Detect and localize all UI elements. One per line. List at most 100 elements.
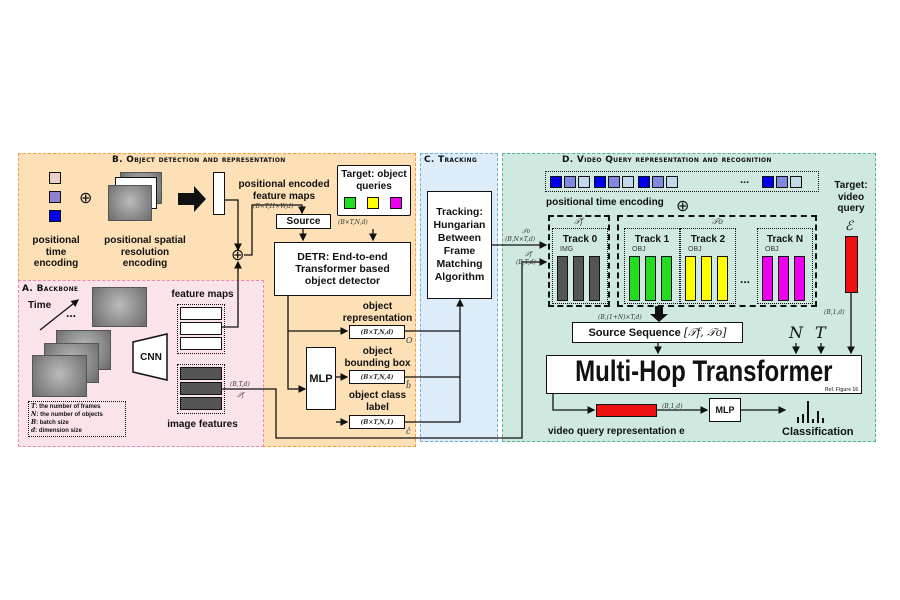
target-video-query-symbol: ℰ [845,219,853,234]
transformer-ref: Ref. Figure 16 [824,387,858,393]
track-feature-bar [762,256,773,301]
legend-row: T: the number of frames [31,403,101,410]
to-group-symbol: 𝒯o [712,217,723,226]
cnn-trapezoid [132,333,168,381]
object-representation-symbol: O [406,336,413,345]
track-feature-bar [557,256,568,301]
target-video-query-bar [845,236,858,293]
target-video-query-dims: (B,1,d) [824,309,845,316]
cnn-label: CNN [140,352,162,363]
track-feature-bar [717,256,728,301]
class-score-bar [812,419,814,423]
class-score-bar [817,411,819,423]
d-time-encoding-square [762,176,774,188]
legend-row: B: batch size [31,419,69,426]
object-bbox-box: (B×T,N,4) [349,370,405,384]
class-score-bar [802,414,804,423]
track-type: OBJ [765,246,779,253]
track-name: Track 1 [634,234,670,245]
source-box: Source [276,214,331,229]
pos-encoded-dims: (B×T,H×W,d) [253,203,294,210]
track-feature-bar [794,256,805,301]
d-time-encoding-square [776,176,788,188]
source-sequence-label: Source Sequence [588,326,681,339]
tracking-box: Tracking: Hungarian Between Frame Matchi… [427,191,492,299]
positional-time-encoding-row [545,171,819,192]
feature-map-1 [180,307,222,320]
time-encoding-square-3 [49,210,61,222]
feature-map-3 [180,337,222,350]
oplus-icon: ⊕ [79,190,93,207]
time-encoding-square-1 [49,172,61,184]
to-input-symbol: 𝒯o [522,228,531,235]
video-query-representation-bar [596,404,657,417]
to-bracket [617,215,817,307]
encoded-feature-map [213,172,225,215]
to-input-dims: (B,N×T,d) [505,236,536,243]
spatial-encoding-map-1 [108,185,152,221]
track-feature-bar [573,256,584,301]
track-name: Track N [766,234,804,245]
object-representation-dims: (B×T,N,d) [360,328,394,336]
track-feature-bar [701,256,712,301]
legend-row: d: dimension size [31,427,82,434]
panel-b-title: B. Object detection and representation [112,155,286,165]
detr-box: DETR: End-to-end Transformer based objec… [274,242,411,296]
class-score-bar [822,418,824,423]
pos-encoded-label: positional encoded feature maps [238,179,330,202]
object-bbox-symbol: b̂ [406,381,412,390]
track-box [757,228,813,304]
legend-row: N: the number of objects [31,411,103,418]
time-encoding-square-2 [49,191,61,203]
d-time-encoding-square [652,176,664,188]
pos-spatial-label: positional spatial resolution encoding [104,235,186,269]
image-features-stack [177,364,225,414]
query-green [344,197,356,209]
d-time-encoding-square [666,176,678,188]
classification-label: Classification [782,426,854,438]
image-feature-3 [180,397,222,410]
tracks-ellipsis: ... [740,272,751,286]
track-feature-bar [589,256,600,301]
track-name: Track 2 [690,234,726,245]
object-bbox-dims: (B×T,N,4) [360,373,394,381]
d-time-encoding-square [638,176,650,188]
target-dims: (B×T,N,d) [338,219,368,226]
track-box [624,228,680,304]
d-time-encoding-square [578,176,590,188]
track-name: Track 0 [562,234,598,245]
class-score-bar [797,417,799,423]
object-bbox-label: object bounding box [344,346,411,369]
d-mlp-box: MLP [709,398,741,422]
image-feature-1 [180,367,222,380]
object-class-label: object class label [348,390,407,413]
oplus-icon: ⊕ [676,198,690,215]
d-time-encoding-square [608,176,620,188]
video-query-representation-label: video query representation e [548,426,685,437]
big-arrow-icon [178,186,206,212]
d-time-encoding-square [550,176,562,188]
object-representation-box: (B×T,N,d) [349,325,405,339]
image-features-dims: (B,T,d) [230,381,250,388]
pos-time-label: positional time encoding [32,235,80,269]
query-magenta [390,197,402,209]
tf-bracket [548,215,610,307]
track-box [552,228,608,304]
d-time-encoding-square [564,176,576,188]
tf-input-symbol: 𝒯f [525,251,532,258]
track-type: IMG [560,246,574,253]
source-sequence-math: [𝒯f, 𝒯o] [683,325,727,339]
object-class-box: (B×T,N,1) [349,415,405,429]
source-sequence-box: Source Sequence [𝒯f, 𝒯o] [572,322,743,343]
image-features-label: image features [167,419,238,430]
d-time-encoding-square [594,176,606,188]
mlp-box: MLP [306,347,336,410]
d-time-encoding-square [790,176,802,188]
image-feature-2 [180,382,222,395]
video-frame-1 [32,355,87,397]
tf-group-symbol: 𝒯f [574,217,584,226]
object-class-dims: (B×T,N,1) [360,418,394,426]
track-feature-bar [629,256,640,301]
